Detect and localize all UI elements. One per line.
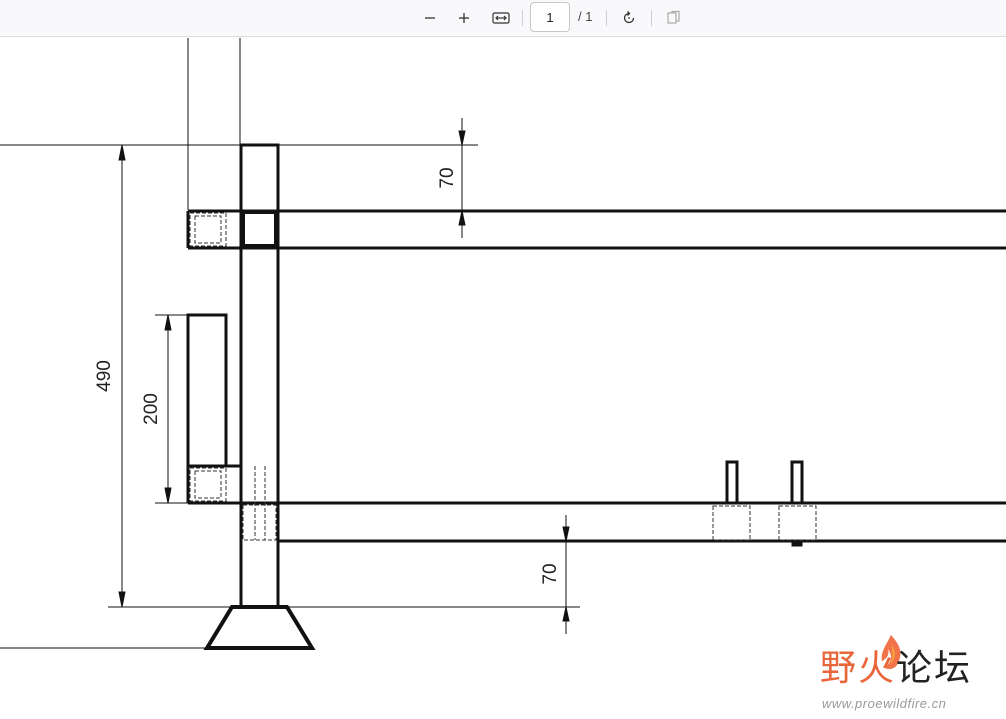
post-foot — [203, 605, 316, 650]
arrowhead — [118, 591, 126, 608]
pin-tip — [791, 540, 803, 547]
vertical-post — [239, 143, 280, 609]
hidden-outline — [194, 470, 222, 499]
fit-width-button[interactable] — [488, 6, 514, 30]
arrowhead — [458, 210, 466, 226]
hidden-outline — [778, 505, 817, 541]
zoom-out-button[interactable] — [417, 6, 443, 30]
watermark-logo-text: 野火论坛 — [820, 649, 972, 689]
pin — [725, 460, 739, 505]
hidden-outline — [712, 505, 751, 541]
flame-logo-icon — [881, 635, 901, 670]
toolbar-divider — [606, 10, 607, 26]
rail-cross-section — [241, 210, 278, 248]
arrowhead — [562, 606, 570, 622]
page-view-button[interactable] — [661, 6, 687, 30]
minus-icon — [425, 17, 435, 19]
page-number-input[interactable] — [530, 2, 570, 32]
page-total-label: / 1 — [578, 9, 593, 24]
toolbar-divider — [522, 10, 523, 26]
plus-icon — [459, 13, 469, 23]
hidden-outline — [194, 215, 222, 244]
pin — [790, 460, 804, 505]
dimension-label-bottom: 70 — [540, 563, 561, 584]
toolbar-divider — [651, 10, 652, 26]
hidden-outline — [242, 504, 277, 541]
rotate-button[interactable] — [616, 6, 642, 30]
zoom-in-button[interactable] — [451, 6, 477, 30]
technical-drawing: 70 490 200 70 — [0, 38, 1006, 650]
arrowhead — [164, 314, 172, 331]
side-bracket — [186, 313, 228, 468]
pdf-toolbar: / 1 — [0, 0, 1006, 37]
dimension-label-top: 70 — [437, 167, 458, 188]
pages-icon — [667, 10, 680, 24]
hidden-outline — [189, 212, 227, 247]
arrowhead — [118, 144, 126, 161]
hidden-outline — [189, 467, 227, 502]
rotate-icon — [623, 11, 635, 24]
arrowhead — [164, 487, 172, 504]
dimension-label-bracket: 200 — [141, 393, 162, 425]
fit-width-icon — [492, 12, 510, 24]
arrowhead — [458, 130, 466, 146]
dimension-label-total: 490 — [94, 360, 115, 392]
watermark-url: www.proewildfire.cn — [822, 696, 947, 711]
arrowhead — [562, 526, 570, 542]
watermark-chinese-text: 野火论坛 — [820, 648, 973, 689]
